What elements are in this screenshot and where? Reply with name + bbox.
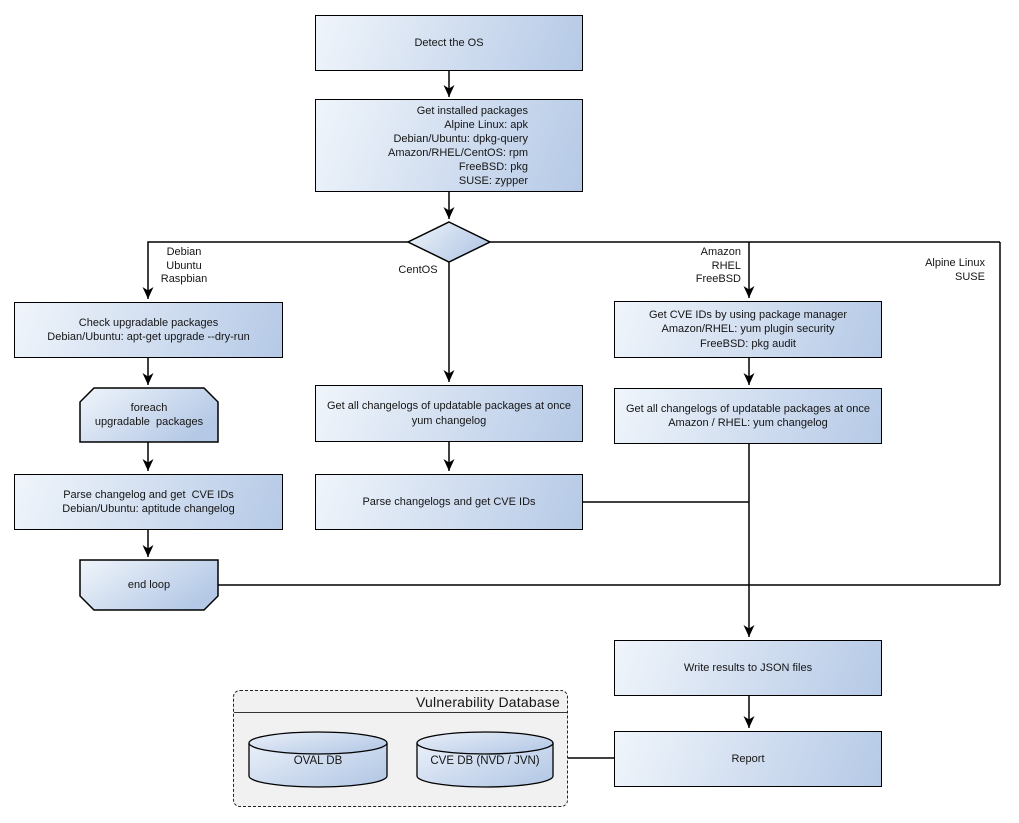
node-foreach-loop-label: foreach upgradable packages	[94, 401, 204, 429]
node-detect-os: Detect the OS	[315, 15, 583, 71]
node-get-installed-packages: Get installed packages Alpine Linux: apk…	[315, 99, 583, 192]
node-end-loop-label: end loop	[127, 578, 171, 591]
node-get-changelogs-amazon: Get all changelogs of updatable packages…	[614, 388, 882, 444]
oval-db-label: OVAL DB	[293, 755, 343, 767]
node-check-upgradable: Check upgradable packages Debian/Ubuntu:…	[14, 302, 283, 358]
branch-label-centos: CentOS	[398, 264, 438, 276]
node-get-changelogs-centos: Get all changelogs of updatable packages…	[315, 385, 583, 442]
node-parse-changelog-debian: Parse changelog and get CVE IDs Debian/U…	[14, 474, 283, 530]
branch-label-alpine: Alpine Linux SUSE	[925, 257, 985, 283]
node-report: Report	[614, 731, 882, 787]
branch-label-amazon: Amazon RHEL FreeBSD	[695, 246, 741, 285]
os-decision-diamond	[406, 221, 492, 263]
node-write-results-json: Write results to JSON files	[614, 640, 882, 696]
node-parse-changelogs-centos: Parse changelogs and get CVE IDs	[315, 474, 583, 530]
cve-db-label: CVE DB (NVD / JVN)	[430, 755, 540, 767]
vulnerability-database-title: Vulnerability Database	[234, 691, 567, 713]
branch-label-debian: Debian Ubuntu Raspbian	[160, 246, 208, 285]
node-get-cve-ids-package-manager: Get CVE IDs by using package manager Ama…	[614, 301, 882, 358]
